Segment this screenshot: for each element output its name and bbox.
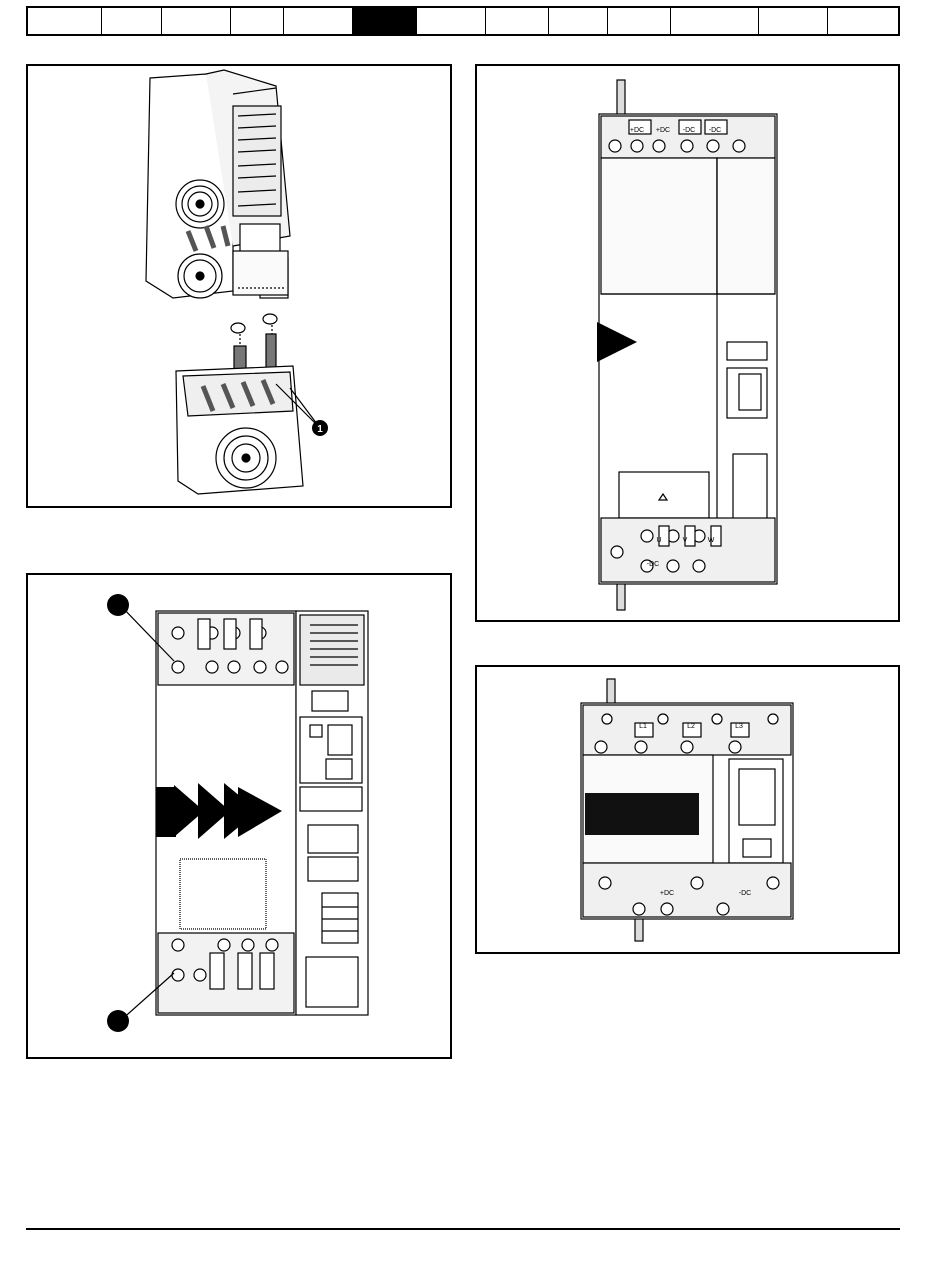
bolt-nut-right (263, 314, 277, 324)
section-tab-11[interactable] (671, 8, 760, 34)
terminal-label-plus-dc-2: +DC (656, 127, 670, 134)
terminal-label-minus-dc-1: -DC (683, 127, 695, 134)
section-tab-6[interactable] (353, 8, 417, 34)
redaction-block (585, 793, 699, 835)
section-tab-4[interactable] (231, 8, 285, 34)
section-tab-7[interactable] (417, 8, 486, 34)
section-tab-5[interactable] (284, 8, 353, 34)
section-tab-2[interactable] (102, 8, 162, 34)
terminal-label-minus-dc-2: -DC (709, 127, 721, 134)
terminal-label-short-plus-dc: +DC (660, 890, 674, 897)
exploded-drive-drawing: 1 (28, 66, 450, 506)
terminal-label-w: W (708, 537, 715, 544)
section-tab-10[interactable] (608, 8, 671, 34)
callout-bottom-marker (107, 1010, 129, 1032)
front-view-drawing (28, 575, 450, 1057)
tall-front-view-drawing: +DC +DC -DC -DC U V W -DC (477, 66, 898, 620)
terminal-label-v: V (683, 537, 688, 544)
figure-front-view-arrows (26, 573, 452, 1059)
section-tab-12[interactable] (759, 8, 828, 34)
terminal-label-plus-dc-1: +DC (630, 127, 644, 134)
section-tab-9[interactable] (549, 8, 608, 34)
short-front-view-drawing: L1 L2 L3 +DC -DC (477, 667, 898, 952)
section-tab-bar (26, 6, 900, 36)
figure-short-front-view: L1 L2 L3 +DC -DC (475, 665, 900, 954)
figure-tall-front-view: +DC +DC -DC -DC U V W -DC (475, 64, 900, 622)
figure-exploded-view: 1 (26, 64, 452, 508)
bolt-nut-left (231, 323, 245, 333)
terminal-label-l3: L3 (735, 723, 743, 730)
footer-rule (26, 1228, 900, 1230)
section-tab-13[interactable] (828, 8, 898, 34)
terminal-label-l2: L2 (687, 723, 695, 730)
short-bottom-terminal-block (583, 863, 791, 917)
callout-1-label: 1 (317, 424, 323, 435)
section-tab-8[interactable] (486, 8, 549, 34)
terminal-label-bottom-minus-dc: -DC (647, 561, 659, 568)
terminal-label-l1: L1 (639, 723, 647, 730)
section-tab-3[interactable] (162, 8, 231, 34)
callout-top-marker (107, 594, 129, 616)
section-tab-1[interactable] (28, 8, 102, 34)
terminal-label-u: U (656, 537, 661, 544)
terminal-label-short-minus-dc: -DC (739, 890, 751, 897)
